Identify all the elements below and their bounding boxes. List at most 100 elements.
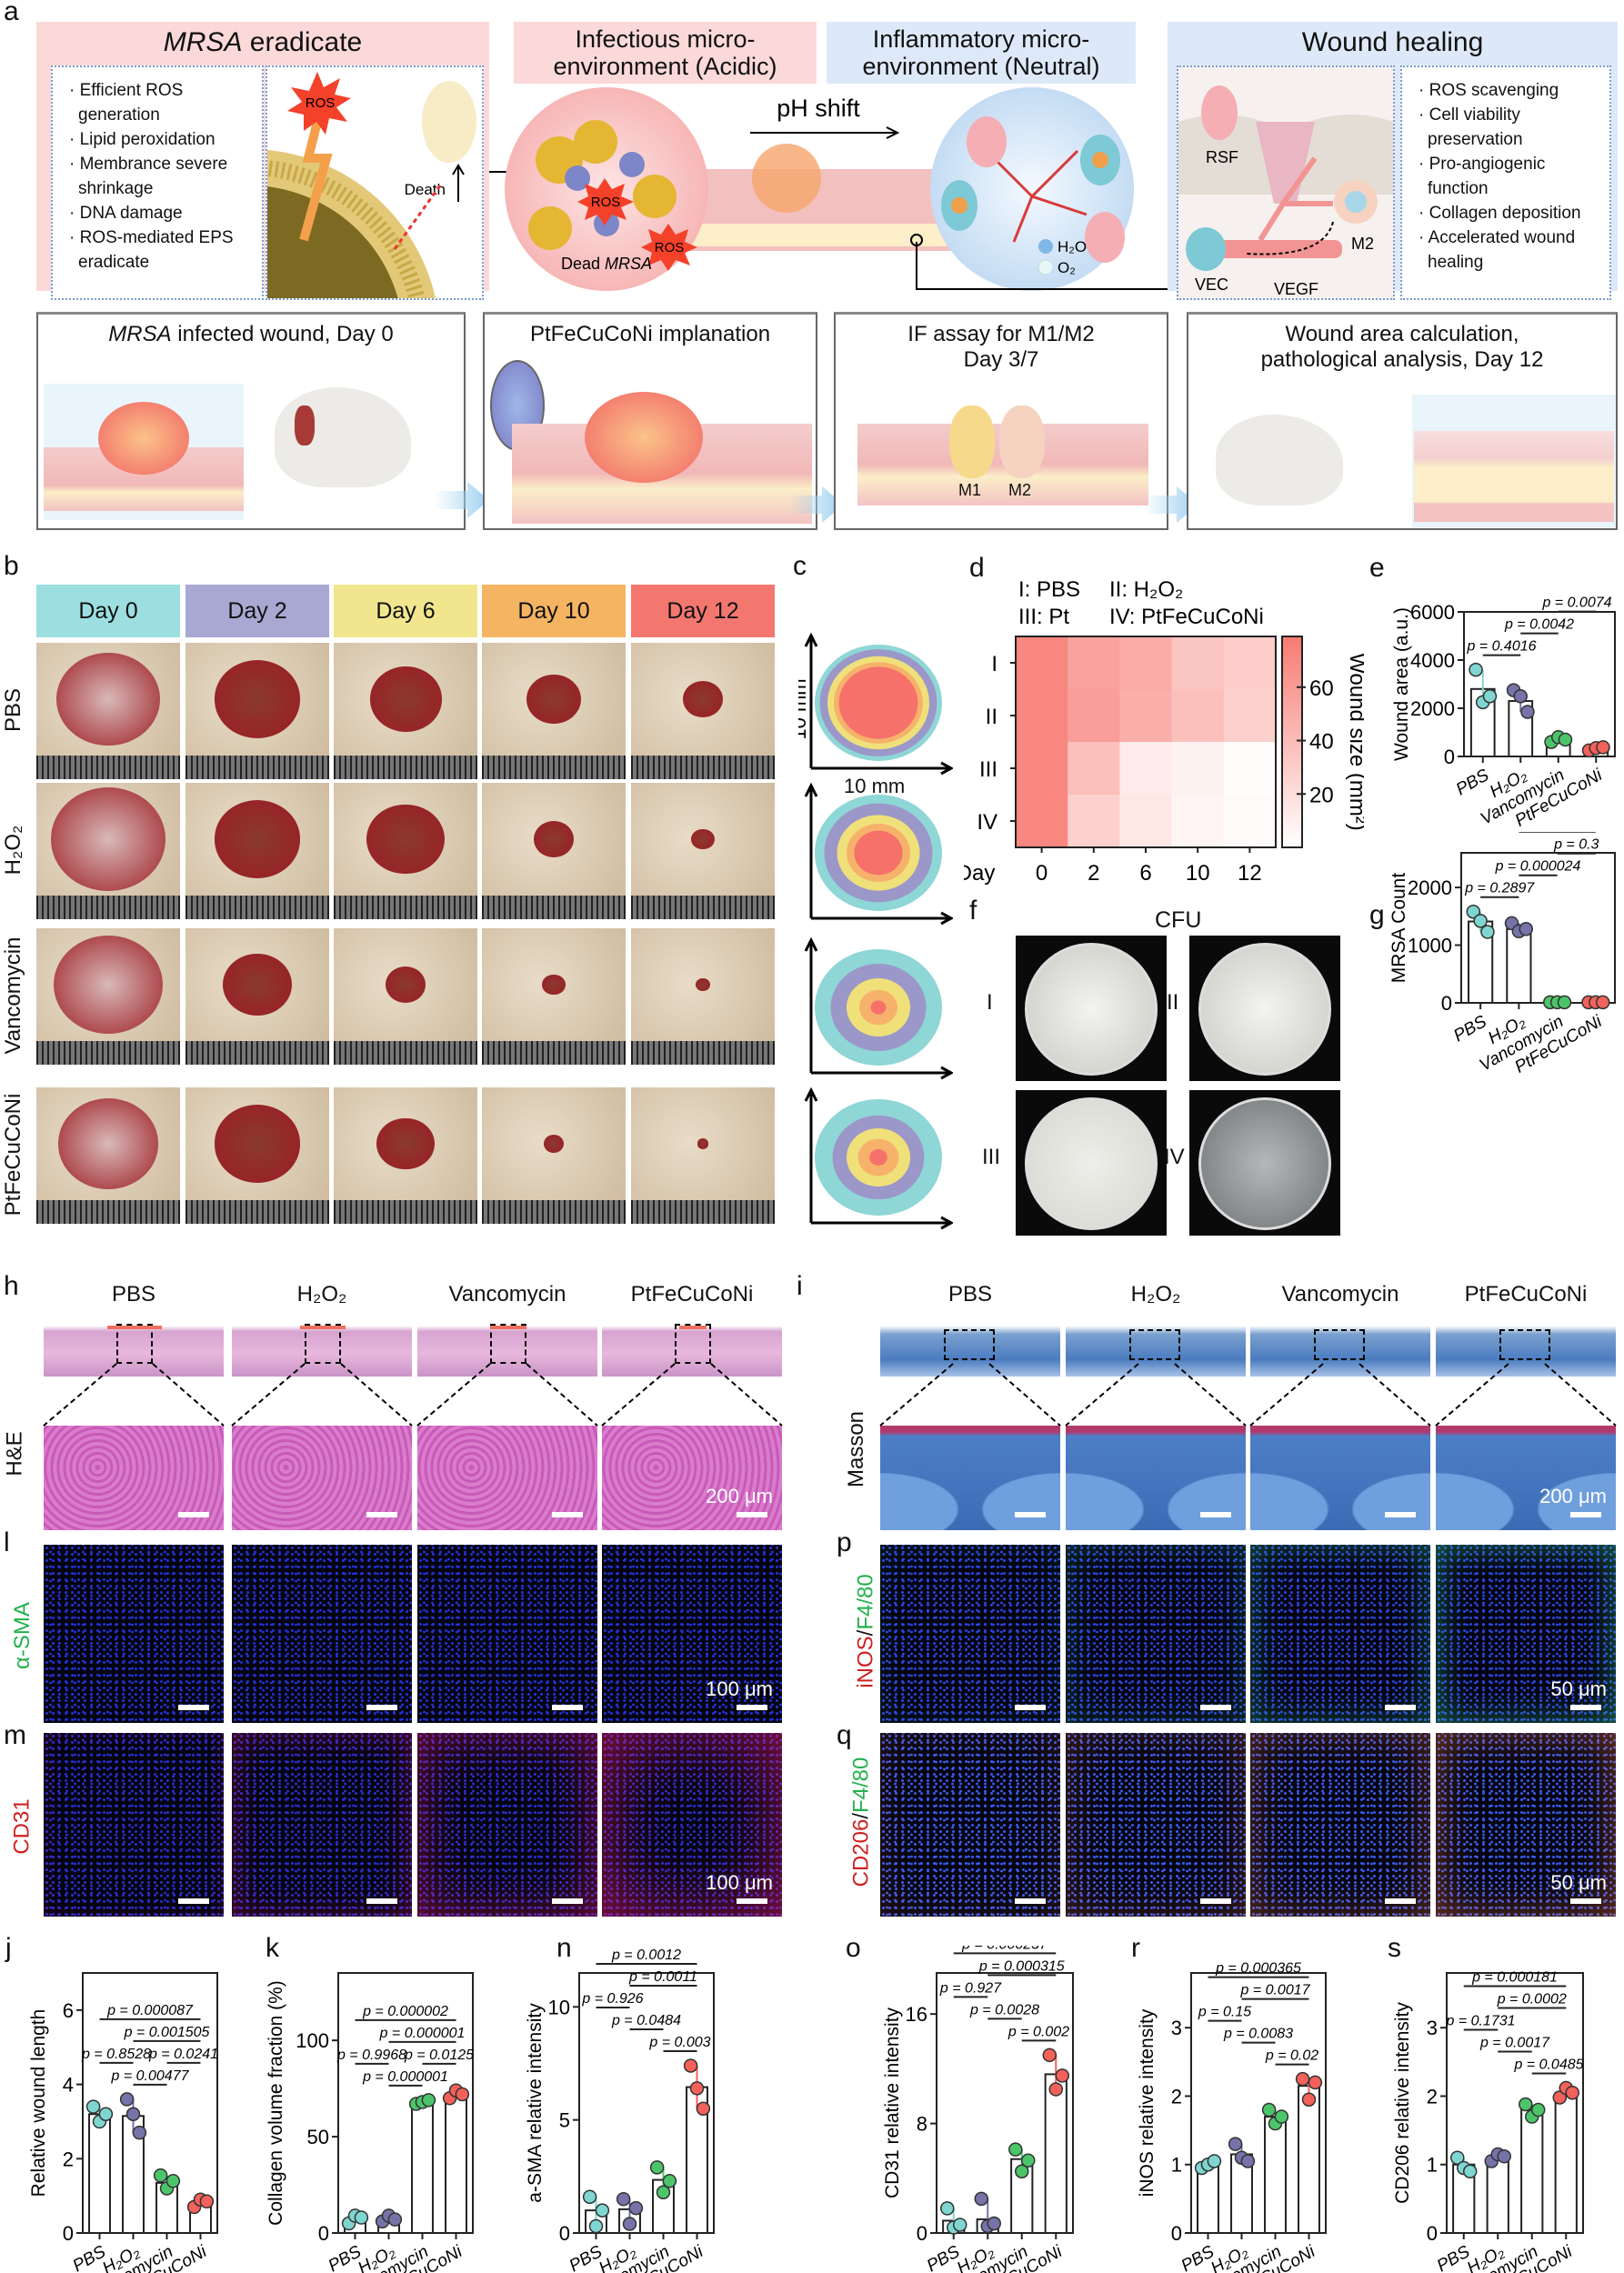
connector-line: [916, 242, 1168, 290]
masson-overview: [880, 1320, 1060, 1377]
data-point: [1462, 2164, 1478, 2179]
wound: [56, 652, 160, 746]
heatmap-cell: [1016, 689, 1068, 743]
y-tick-label: 0: [63, 2222, 74, 2245]
p-value-label: p = 0.0074: [1541, 596, 1611, 611]
panel-label-h: h: [4, 1271, 19, 1301]
x-tick-label: PBS: [1453, 766, 1493, 799]
axes-arrows: [804, 936, 953, 1080]
column-header: PBS: [947, 1282, 993, 1307]
cytoplasm: [267, 186, 398, 298]
heatmap-cell: [1171, 636, 1225, 690]
y-axis-label: CD31 relative intensity: [882, 2007, 903, 2198]
column-label: 12: [1238, 861, 1262, 886]
infection-site: [98, 402, 189, 475]
p-value-label: p = 0.0485: [1513, 2057, 1583, 2072]
y-axis-label: Collagen volume fraction (%): [266, 1980, 286, 2226]
data-point: [1480, 925, 1495, 939]
y-tick-label: 16: [906, 2003, 927, 2026]
inos-f480-if-image: 50 μm: [1436, 1545, 1616, 1723]
bar: [1520, 2108, 1544, 2234]
zoom-box: [944, 1329, 995, 1360]
row-label: III: [979, 757, 997, 782]
arrow-right-icon: [750, 126, 900, 139]
scale-bar-label: 100 μm: [706, 1871, 773, 1894]
wound-photo: [482, 928, 626, 1065]
data-point: [354, 2210, 369, 2225]
contour-layer: [838, 666, 918, 739]
wound-photo: [482, 783, 626, 919]
data-point: [974, 2191, 989, 2207]
cd206-text: CD206: [848, 1818, 874, 1887]
cd206-f480-if-image: [1250, 1733, 1430, 1917]
data-point: [1469, 662, 1483, 677]
wound-photo: [36, 1087, 180, 1224]
column-header: PBS: [111, 1282, 156, 1307]
heatmap-cell: [1223, 795, 1277, 848]
wound: [376, 1117, 435, 1170]
heatmap-cell: [1171, 742, 1225, 796]
inflammatory-title: Inflammatory micro-environment (Neutral): [827, 22, 1136, 84]
data-point: [656, 2185, 671, 2199]
p-value-label: p = 0.0002: [1497, 1991, 1567, 2007]
ruler: [334, 1200, 477, 1224]
plate-label: III: [982, 1145, 1001, 1169]
heatmap-cell: [1119, 795, 1173, 848]
panel-label-a: a: [4, 0, 19, 26]
y-tick-label: 0: [1444, 746, 1455, 768]
data-point: [1207, 2154, 1222, 2168]
workflow-title: Wound area calculation, pathological ana…: [1260, 322, 1544, 372]
data-point: [1530, 2102, 1546, 2118]
panel-label-g: g: [1369, 900, 1385, 930]
data-point: [1308, 2075, 1323, 2090]
ph-shift-label: pH shift: [777, 95, 860, 122]
p-value-label: p = 0.9968: [336, 2048, 406, 2063]
data-point: [683, 2058, 698, 2073]
wound: [50, 787, 166, 891]
data-point: [1228, 2137, 1243, 2151]
plot-frame: [578, 1972, 715, 2234]
masson-overview: [1250, 1320, 1430, 1377]
data-point: [98, 2107, 114, 2122]
zoom-box: [1499, 1329, 1550, 1360]
data-point: [1519, 922, 1533, 936]
contour-layer: [854, 830, 903, 876]
row-label: PtFeCuCoNi: [1, 1093, 25, 1217]
masson-zoom-image: [1250, 1426, 1430, 1530]
p-value-label: p = 0.001505: [124, 2025, 210, 2040]
data-point: [199, 2194, 215, 2209]
wound-photo: [334, 783, 477, 919]
plate-label: I: [987, 990, 993, 1015]
wound-mark: [295, 406, 315, 446]
wound: [366, 804, 445, 875]
scale-bar: [737, 1705, 767, 1710]
data-point: [628, 2200, 644, 2216]
bullet: · Collagen deposition: [1418, 204, 1581, 223]
panel-label-p: p: [837, 1527, 852, 1557]
masson-zoom-image: [880, 1426, 1060, 1530]
bullet: · Pro-angiogenic function: [1418, 155, 1546, 198]
column-label: 10: [1186, 861, 1210, 886]
scale-bar: [178, 1705, 209, 1710]
panel-label-n: n: [556, 1933, 572, 1963]
fibroblast-cell: [1085, 212, 1125, 263]
cfu-plate-photo: [1189, 1090, 1340, 1236]
p-value-label: p = 0.0011: [628, 1969, 697, 1985]
row-label: Vancomycin: [1, 936, 25, 1055]
zoom-box: [675, 1324, 711, 1364]
p-value-label: p = 0.000024: [1495, 859, 1581, 875]
row-label: H₂O₂: [1, 825, 25, 876]
data-point: [1048, 2082, 1063, 2097]
data-point: [1261, 2102, 1277, 2118]
scale-bar: [1570, 1898, 1601, 1904]
cfu-plate-photo: [1189, 936, 1340, 1081]
skin-layers: [1414, 431, 1614, 522]
p-value-label: p = 0.000365: [1215, 1961, 1301, 1977]
bullet: · Cell viability preservation: [1418, 105, 1523, 149]
data-point: [1595, 995, 1610, 1010]
wound-photo: [334, 928, 477, 1065]
ruler: [185, 1041, 329, 1065]
wound-trace-diagram: 10 mm: [798, 632, 953, 776]
data-point: [1015, 2164, 1029, 2179]
p-value-label: p = 0.0012: [611, 1948, 681, 1963]
